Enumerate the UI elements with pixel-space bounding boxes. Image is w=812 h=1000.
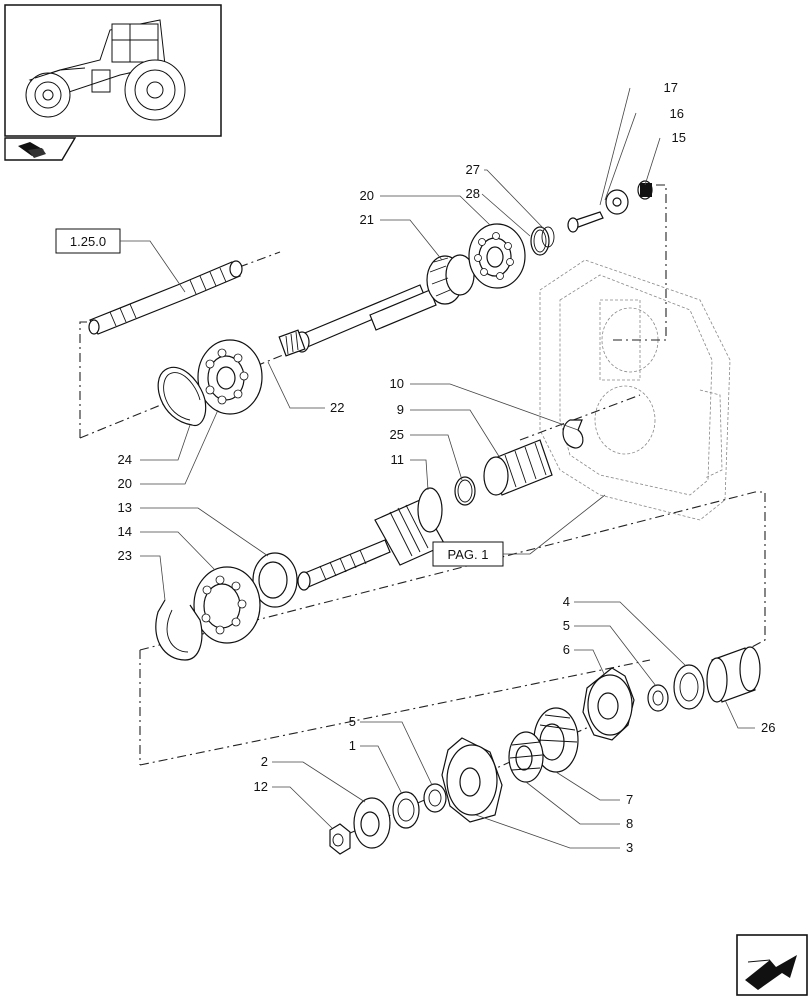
section-ref-label: 1.25.0 [70, 234, 106, 249]
callout-23: 23 [118, 548, 132, 563]
ring-1 [392, 791, 420, 829]
gear-8 [508, 731, 544, 783]
callout-14: 14 [118, 524, 132, 539]
clip-10 [562, 419, 584, 449]
tractor-thumbnail-icon [4, 4, 222, 137]
section-ref-box[interactable]: 1.25.0 [55, 228, 121, 254]
page-ref-label: PAG. 1 [448, 547, 489, 562]
page-ref-box[interactable]: PAG. 1 [432, 541, 504, 567]
callout-5-upper: 5 [563, 618, 570, 633]
bolt-17 [567, 211, 604, 233]
callout-25: 25 [390, 427, 404, 442]
ball-bearing-upper [468, 223, 526, 289]
callout-4: 4 [563, 594, 570, 609]
callout-17: 17 [664, 80, 678, 95]
snap-ring-25 [454, 476, 476, 506]
ring-13 [252, 552, 298, 608]
gear-6 [582, 667, 635, 741]
plug-15 [637, 180, 653, 200]
callout-24: 24 [118, 452, 132, 467]
bush-26 [706, 646, 761, 703]
book-arrow-icon [4, 137, 77, 161]
callout-labels: 17 16 15 27 28 20 21 22 24 20 10 9 25 11… [118, 80, 776, 855]
callout-12: 12 [254, 779, 268, 794]
callout-6: 6 [563, 642, 570, 657]
gear-9 [483, 439, 553, 496]
snap-ring-27 [541, 226, 555, 248]
callout-22: 22 [330, 400, 344, 415]
callout-2: 2 [261, 754, 268, 769]
bush-5-lower [423, 783, 447, 813]
callout-9: 9 [397, 402, 404, 417]
input-shaft [278, 254, 475, 357]
transmission-housing-ghost [539, 259, 731, 521]
callout-21: 21 [360, 212, 374, 227]
callout-8: 8 [626, 816, 633, 831]
gear-3 [441, 737, 503, 823]
callout-7: 7 [626, 792, 633, 807]
output-shaft-11 [297, 487, 446, 591]
callout-1: 1 [349, 738, 356, 753]
callout-10: 10 [390, 376, 404, 391]
next-page-arrow-icon[interactable] [736, 934, 808, 996]
circlip-24 [157, 366, 207, 427]
washer-16 [605, 189, 629, 215]
callout-28: 28 [466, 186, 480, 201]
callout-20-upper: 20 [360, 188, 374, 203]
bush-5-upper [647, 684, 669, 712]
callout-13: 13 [118, 500, 132, 515]
splined-shaft [88, 260, 243, 335]
callout-20-lower: 20 [118, 476, 132, 491]
callout-11: 11 [391, 452, 405, 467]
ring-4 [673, 664, 705, 710]
callout-3: 3 [626, 840, 633, 855]
circlip-23 [155, 599, 203, 661]
callout-16: 16 [670, 106, 684, 121]
ball-bearing-lower [197, 339, 263, 415]
snap-ring-28 [530, 226, 550, 256]
shaft-gear-21 [426, 254, 475, 305]
callout-5-lower: 5 [349, 714, 356, 729]
nut-12 [329, 823, 351, 855]
bearing-2 [353, 797, 391, 849]
callout-26: 26 [761, 720, 775, 735]
callout-27: 27 [466, 162, 480, 177]
leader-lines [120, 87, 755, 849]
callout-15: 15 [672, 130, 686, 145]
bearing-14 [193, 566, 261, 644]
